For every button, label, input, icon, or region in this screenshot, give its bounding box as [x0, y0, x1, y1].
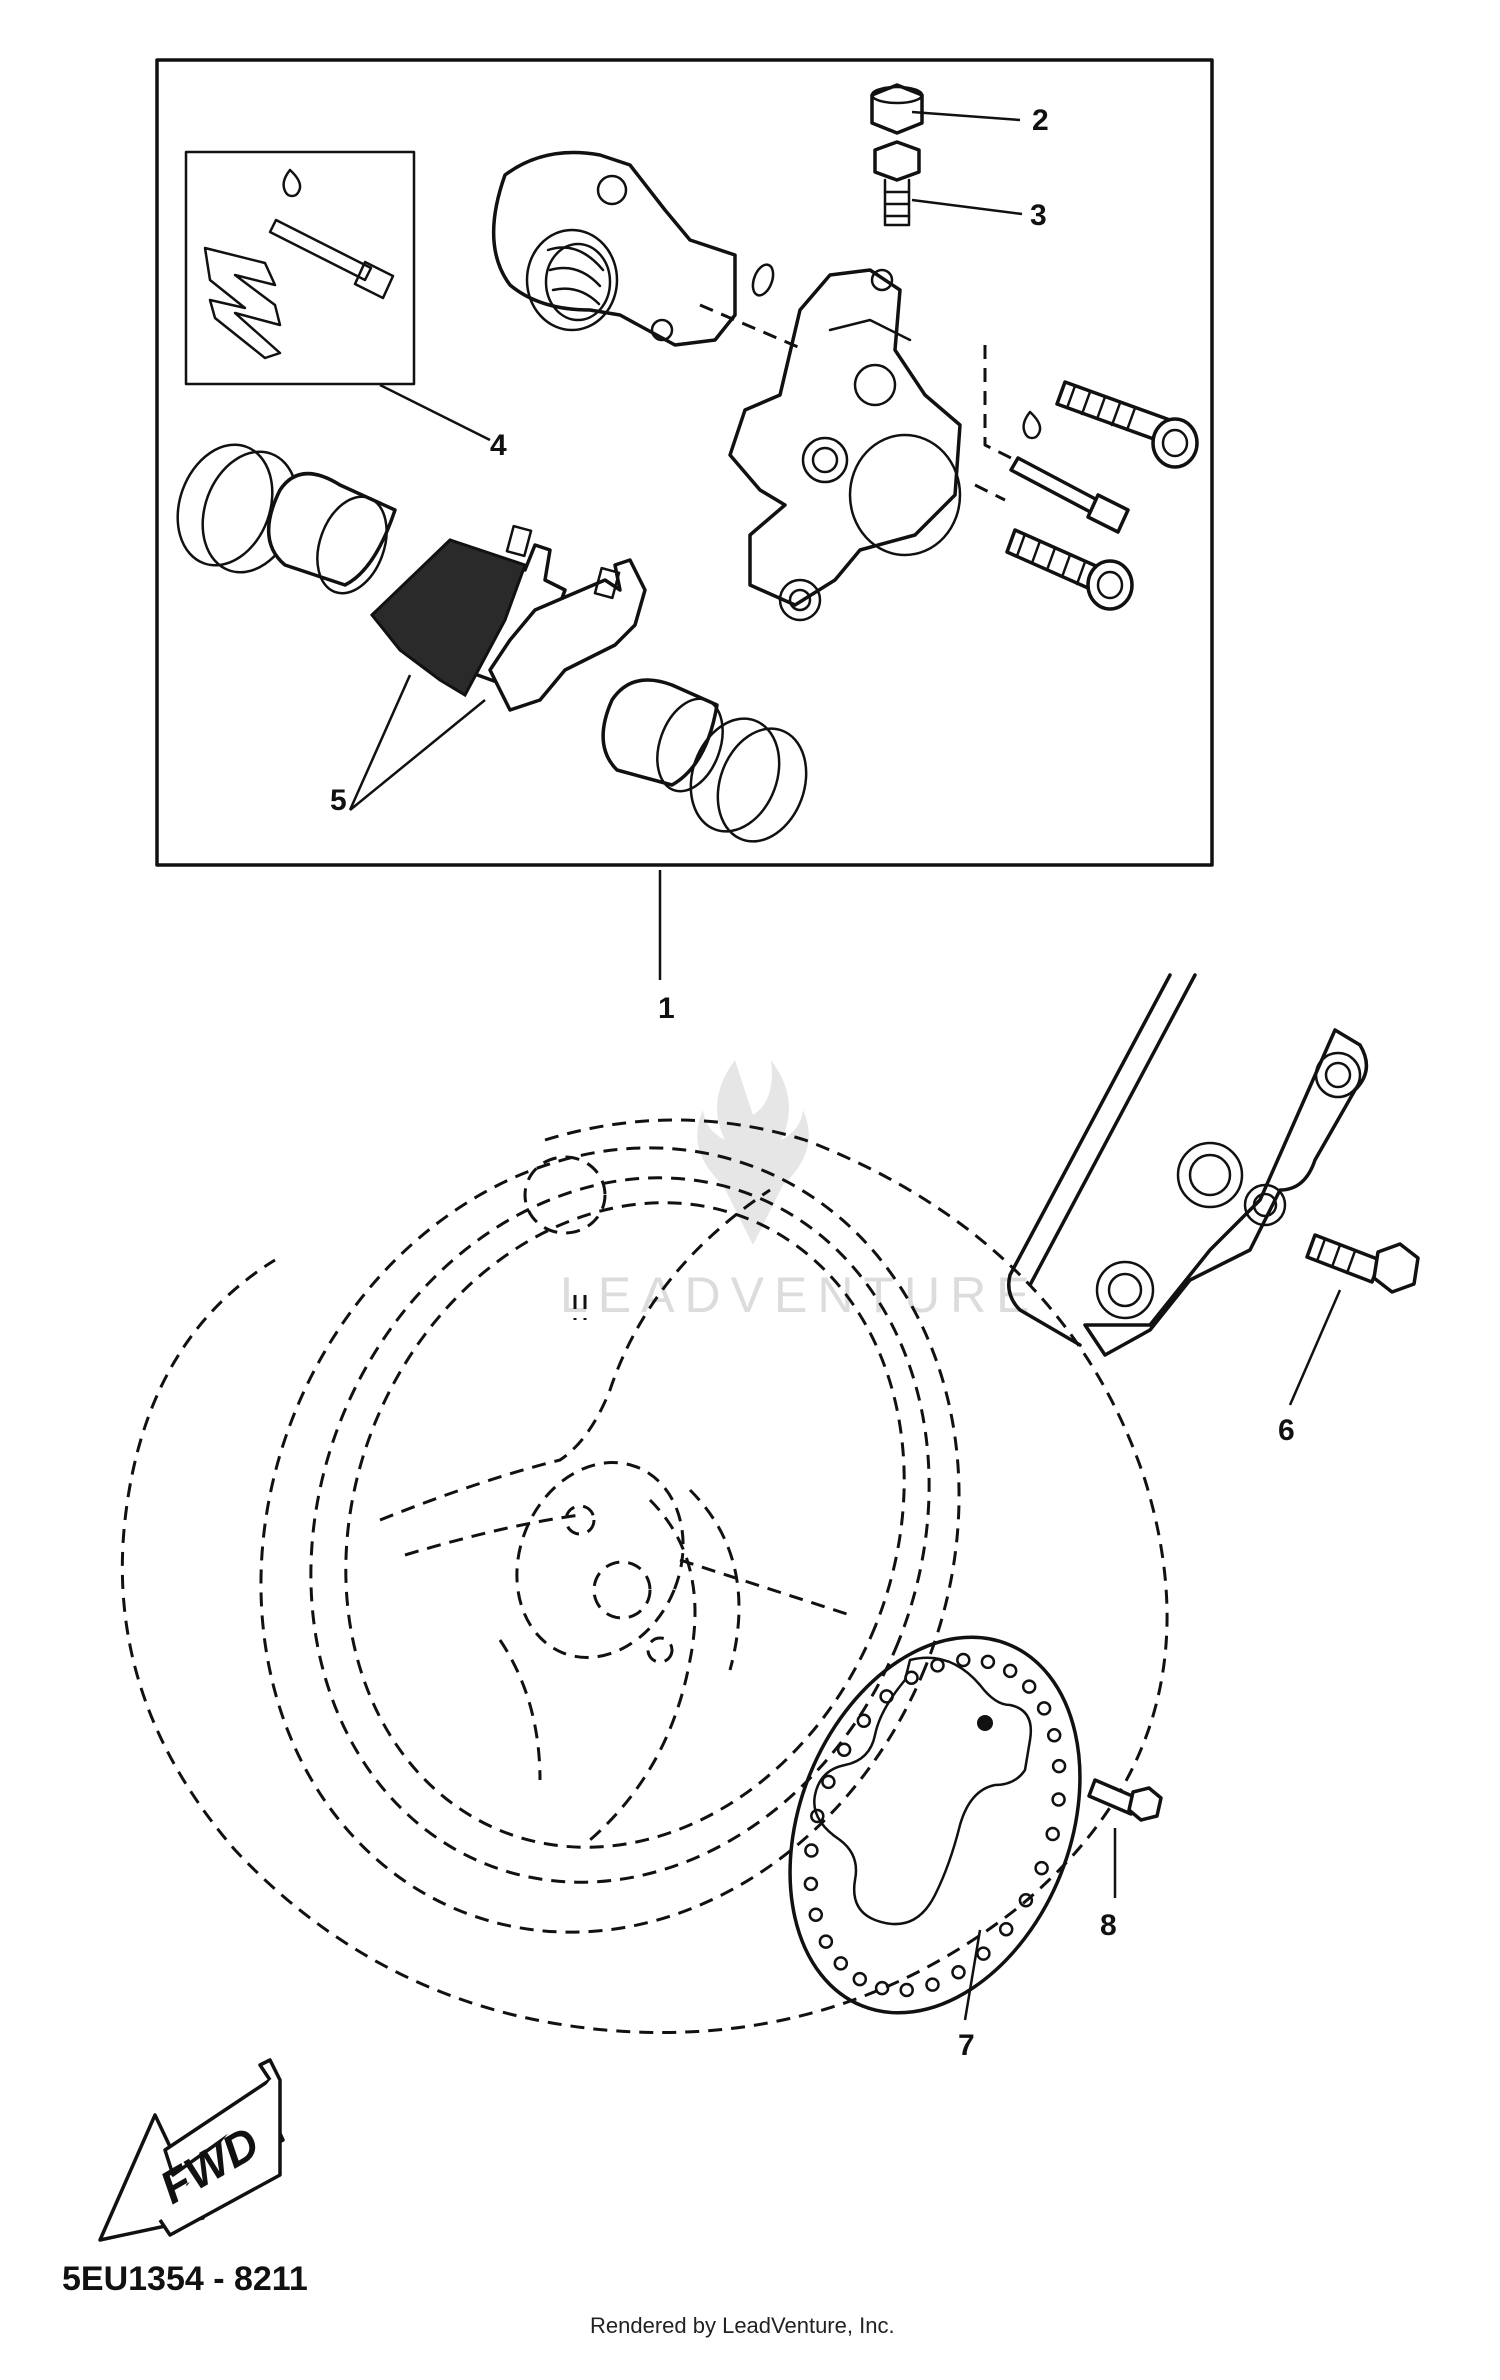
- disc-vent-hole: [836, 1742, 852, 1757]
- watermark-text: LEADVENTURE: [560, 1267, 1040, 1323]
- disc-vent-hole: [810, 1808, 825, 1824]
- disc-vent-hole: [1045, 1826, 1060, 1842]
- fwd-arrow-icon: FWD: [98, 2058, 285, 2242]
- disc-vent-hole: [808, 1907, 824, 1922]
- pad-pin: [1009, 410, 1130, 534]
- disc-vent-hole: [1046, 1728, 1062, 1743]
- brake-pad-outer: [488, 558, 647, 712]
- caliper-outer-half: [491, 150, 737, 347]
- disc-vent-hole: [956, 1652, 971, 1668]
- disc-vent-hole: [1051, 1758, 1067, 1774]
- fork-leg: [1007, 973, 1369, 1357]
- callout-8: 8: [1100, 1909, 1117, 1942]
- bleed-screw: [873, 140, 921, 227]
- watermark: LEADVENTURE: [560, 1060, 1040, 1323]
- disc-vent-hole: [1034, 1860, 1049, 1876]
- disc-vent-hole: [1018, 1893, 1034, 1908]
- disc-vent-hole: [833, 1956, 849, 1971]
- disc-vent-hole: [904, 1670, 919, 1685]
- callout-1: 1: [658, 992, 675, 1025]
- disc-vent-hole: [818, 1934, 834, 1949]
- callout-4: 4: [490, 429, 507, 462]
- rear-wheel-outline: [120, 1118, 1169, 2034]
- diagram-code: 5EU1354 - 8211: [62, 2260, 308, 2298]
- callout-3: 3: [1030, 199, 1047, 232]
- disc-vent-hole: [1051, 1792, 1066, 1807]
- disc-vent-hole: [930, 1658, 945, 1673]
- caliper-inner-half: [728, 268, 962, 622]
- disc-vent-hole: [879, 1689, 894, 1704]
- disc-vent-hole: [1021, 1679, 1037, 1694]
- disc-vent-hole: [1002, 1663, 1018, 1679]
- brake-disc: [788, 1635, 1082, 2015]
- disc-bolt-hole: [977, 1715, 993, 1731]
- disc-bolt: [1087, 1778, 1163, 1822]
- disc-vent-hole: [899, 1982, 914, 1998]
- grease-drop-icon: [282, 168, 302, 198]
- render-credit: Rendered by LeadVenture, Inc.: [590, 2313, 895, 2338]
- disc-vent-hole: [976, 1946, 991, 1961]
- grease-drop-icon: [1022, 410, 1042, 440]
- disc-vent-hole: [925, 1977, 940, 1992]
- disc-vent-holes: [803, 1652, 1067, 1998]
- piston-left: [267, 471, 397, 595]
- callout-2: 2: [1032, 104, 1049, 137]
- caliper-assembly-box: [155, 58, 1214, 867]
- pad-pin-kit-inset: [184, 150, 416, 386]
- disc-vent-hole: [804, 1843, 819, 1858]
- caliper-mount-bolt: [1305, 1233, 1420, 1294]
- disc-vent-hole: [951, 1965, 966, 1980]
- leadventure-flame-logo: [697, 1060, 809, 1245]
- disc-vent-hole: [980, 1654, 996, 1670]
- disc-vent-hole: [852, 1971, 868, 1987]
- disc-vent-hole: [856, 1713, 872, 1729]
- caliper-bolt-upper: [1055, 380, 1199, 469]
- disc-vent-hole: [803, 1876, 819, 1892]
- piston-seal-set-right: [689, 717, 808, 843]
- disc-vent-hole: [821, 1774, 836, 1790]
- caliper-bolt-lower: [1005, 528, 1134, 611]
- piston-right: [601, 678, 724, 793]
- disc-vent-hole: [1036, 1701, 1052, 1716]
- o-ring: [751, 263, 775, 297]
- disc-vent-hole: [874, 1980, 890, 1996]
- callout-6: 6: [1278, 1414, 1295, 1447]
- bleed-screw-cap: [870, 83, 924, 135]
- callout-5: 5: [330, 784, 347, 817]
- callout-7: 7: [958, 2029, 975, 2062]
- disc-vent-hole: [998, 1921, 1014, 1937]
